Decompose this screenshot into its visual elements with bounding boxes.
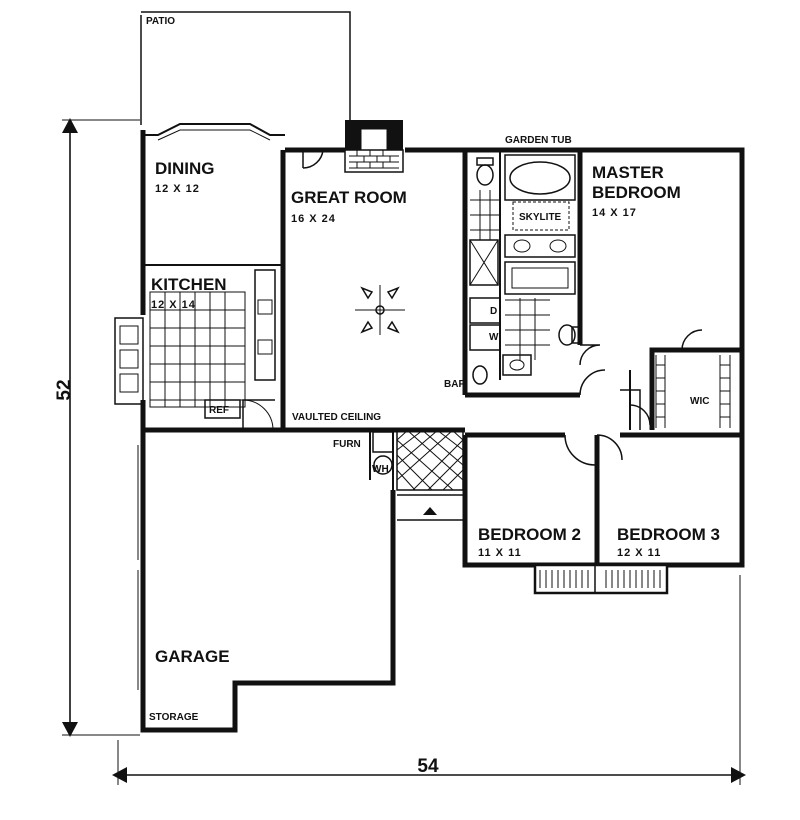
vaulted-ceiling-label: VAULTED CEILING [292,412,381,423]
bedroom3-size: 12 X 11 [617,547,661,559]
bedroom2-size: 11 X 11 [478,547,522,559]
skylite-label: SKYLITE [519,212,562,223]
dryer-label: D [490,306,497,317]
dining-label: DINING [155,159,215,178]
kitchen-label: KITCHEN [151,275,227,294]
great-room-label: GREAT ROOM [291,188,407,207]
storage-label: STORAGE [149,712,199,723]
garden-tub-label: GARDEN TUB [505,135,572,146]
master-label-line2: BEDROOM [592,183,681,202]
great-room-size: 16 X 24 [291,213,336,225]
patio-area [140,11,351,125]
master-size: 14 X 17 [592,207,637,219]
wh-label: WH [372,464,389,475]
width-dimension: 54 [417,756,439,777]
kitchen-size: 12 X 14 [151,299,196,311]
fireplace [344,120,404,173]
furnace-wh [372,431,394,475]
dimension-lines [62,118,746,785]
master-label-line1: MASTER [592,163,664,182]
dining-size: 12 X 12 [155,183,200,195]
ceiling-fan-icon [355,285,405,335]
garage-label: GARAGE [155,647,230,666]
bedroom-windows [533,563,669,595]
bedroom3-label: BEDROOM 3 [617,525,720,544]
bath-fixtures [469,154,580,385]
washer-label: W [489,332,499,343]
bedroom2-label: BEDROOM 2 [478,525,581,544]
hall-doors [564,329,703,466]
wic-label: WIC [690,396,709,407]
entry-foyer [396,429,464,521]
furn-label: FURN [333,439,361,450]
great-room-door [302,149,324,169]
patio-label: PATIO [146,16,175,27]
closet-shelves [655,355,731,428]
kitchen-fixtures [114,269,276,431]
ref-label: REF [209,405,229,416]
interior-walls [143,150,742,565]
bar-label: BAR [444,379,466,390]
depth-dimension: 52 [54,379,75,400]
